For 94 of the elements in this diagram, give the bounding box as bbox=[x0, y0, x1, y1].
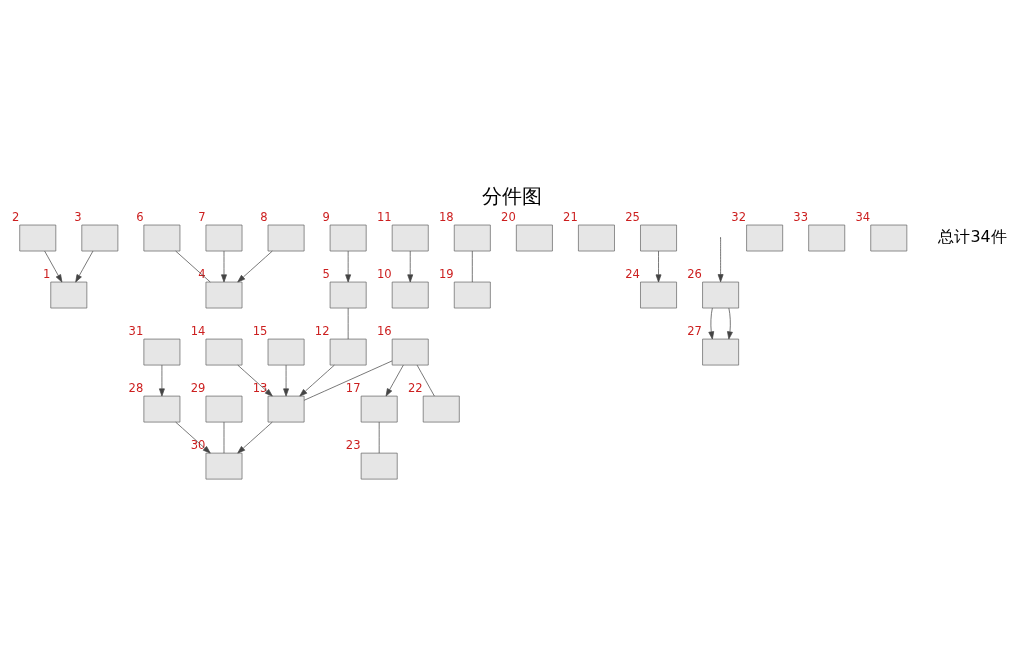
node-box bbox=[453, 224, 491, 252]
node-box bbox=[143, 338, 181, 366]
node-box bbox=[205, 395, 243, 423]
node-box bbox=[329, 338, 367, 366]
node-box bbox=[391, 338, 429, 366]
node-label: 33 bbox=[793, 210, 809, 225]
node-box bbox=[746, 224, 784, 252]
node-box bbox=[205, 281, 243, 309]
arrow bbox=[175, 421, 211, 454]
node-label: 27 bbox=[687, 324, 702, 339]
node-box bbox=[267, 395, 305, 423]
node-label: 3 bbox=[74, 210, 82, 225]
diagram-title: 分件图 bbox=[482, 183, 542, 208]
connector bbox=[175, 250, 211, 283]
node-box bbox=[360, 452, 398, 480]
node-label: 22 bbox=[407, 381, 423, 396]
arrow bbox=[655, 250, 662, 283]
label: 总计34件 bbox=[938, 227, 1007, 247]
node-label: 11 bbox=[376, 210, 392, 225]
node-box bbox=[329, 224, 367, 252]
node-box bbox=[81, 224, 119, 252]
node-box bbox=[702, 281, 739, 309]
node-label: 1 bbox=[43, 267, 51, 282]
node-box bbox=[391, 224, 429, 252]
node-label: 19 bbox=[438, 267, 454, 282]
node-box bbox=[267, 224, 305, 252]
arrow bbox=[237, 421, 273, 454]
arrow bbox=[345, 250, 352, 283]
arrow bbox=[75, 250, 94, 283]
node-box bbox=[422, 395, 460, 423]
node-box bbox=[50, 281, 88, 309]
connector bbox=[416, 364, 435, 397]
node-box bbox=[205, 224, 243, 252]
node-label: 10 bbox=[376, 267, 392, 282]
node-box bbox=[453, 281, 491, 309]
connector bbox=[378, 421, 380, 454]
node-label: 21 bbox=[563, 210, 578, 225]
node-box bbox=[267, 338, 305, 366]
arrow bbox=[283, 364, 289, 397]
arrow bbox=[385, 364, 404, 397]
node-box bbox=[640, 281, 677, 309]
node-label: 6 bbox=[136, 210, 144, 225]
node-label: 9 bbox=[322, 210, 330, 225]
node-label: 30 bbox=[190, 438, 206, 453]
node-label: 17 bbox=[345, 381, 361, 396]
node-label: 26 bbox=[687, 267, 702, 282]
node-box bbox=[19, 224, 57, 252]
node-label: 18 bbox=[438, 210, 454, 225]
node-box bbox=[808, 224, 846, 252]
connector bbox=[471, 250, 473, 283]
node-label: 25 bbox=[625, 210, 640, 225]
arrow bbox=[299, 364, 335, 397]
node-label: 23 bbox=[345, 438, 361, 453]
node-label: 5 bbox=[322, 267, 330, 282]
node-label: 12 bbox=[314, 324, 330, 339]
node-box bbox=[143, 224, 181, 252]
node-label: 34 bbox=[855, 210, 871, 225]
arrow bbox=[159, 364, 165, 397]
arrow bbox=[708, 307, 715, 340]
node-box bbox=[360, 395, 398, 423]
node-box bbox=[640, 224, 677, 252]
connector bbox=[347, 307, 349, 340]
node-box bbox=[205, 338, 243, 366]
node-box bbox=[391, 281, 429, 309]
connector bbox=[223, 421, 225, 454]
arrow bbox=[727, 307, 733, 340]
node-label: 2 bbox=[12, 210, 20, 225]
node-box bbox=[870, 224, 908, 252]
node-box bbox=[702, 338, 739, 366]
node-box bbox=[143, 395, 181, 423]
node-label: 32 bbox=[731, 210, 746, 225]
node-label: 29 bbox=[190, 381, 206, 396]
node-label: 4 bbox=[198, 267, 206, 282]
node-label: 13 bbox=[252, 381, 268, 396]
node-label: 28 bbox=[128, 381, 144, 396]
arrow bbox=[237, 250, 273, 283]
node-label: 24 bbox=[625, 267, 640, 282]
arrow bbox=[717, 238, 724, 283]
arrow bbox=[44, 250, 63, 283]
arrow bbox=[221, 250, 227, 283]
arrow bbox=[407, 250, 414, 283]
node-label: 20 bbox=[501, 210, 516, 225]
node-box bbox=[205, 452, 243, 480]
node-label: 31 bbox=[128, 324, 144, 339]
node-box bbox=[515, 224, 553, 252]
node-label: 14 bbox=[190, 324, 206, 339]
connector bbox=[303, 360, 393, 401]
node-label: 7 bbox=[198, 210, 206, 225]
node-label: 15 bbox=[252, 324, 268, 339]
node-box bbox=[578, 224, 615, 252]
node-label: 16 bbox=[376, 324, 392, 339]
arrow bbox=[237, 364, 273, 397]
node-label: 8 bbox=[260, 210, 268, 225]
node-box bbox=[329, 281, 367, 309]
